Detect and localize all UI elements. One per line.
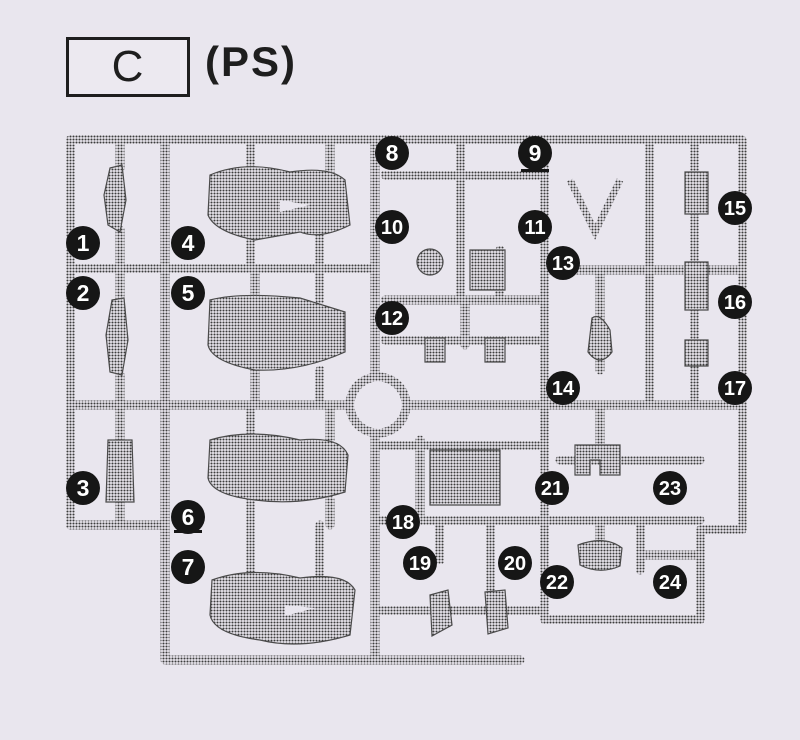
part-frame-11 <box>469 249 506 291</box>
part-number-label: 4 <box>182 230 195 256</box>
part-v-13 <box>566 178 624 241</box>
part-number-label: 14 <box>552 378 575 400</box>
part-number-label: 23 <box>659 478 681 500</box>
part-number-17: 17 <box>718 371 752 405</box>
part-number-12: 12 <box>375 301 409 335</box>
sprue-parts <box>103 164 709 645</box>
part-number-label: 18 <box>392 512 414 534</box>
part-number-3: 3 <box>66 471 100 505</box>
part-number-label: 9 <box>529 140 542 166</box>
part-number-8: 8 <box>375 136 409 170</box>
part-number-label: 11 <box>524 217 545 239</box>
part-number-14: 14 <box>546 371 580 405</box>
part-number-24: 24 <box>653 565 687 599</box>
material-label: (PS) <box>205 38 297 85</box>
sprue-runners <box>65 135 747 665</box>
part-number-5: 5 <box>171 276 205 310</box>
part-pins-12b <box>484 337 506 363</box>
part-number-10: 10 <box>375 210 409 244</box>
runner-letter: C <box>111 42 145 91</box>
part-number-23: 23 <box>653 471 687 505</box>
part-number-label: 16 <box>724 292 746 314</box>
part-cyl-15 <box>684 171 709 215</box>
part-number-label: 24 <box>659 572 682 594</box>
armor-highlight-bottom <box>285 605 315 616</box>
underline-6 <box>174 530 202 533</box>
part-number-label: 10 <box>381 217 403 239</box>
part-knob-10 <box>416 248 444 276</box>
part-number-label: 12 <box>381 308 403 330</box>
part-number-15: 15 <box>718 191 752 225</box>
part-number-7: 7 <box>171 550 205 584</box>
part-number-20: 20 <box>498 546 532 580</box>
part-number-label: 3 <box>77 475 90 501</box>
part-number-22: 22 <box>540 565 574 599</box>
part-number-label: 22 <box>546 572 568 594</box>
underline-9 <box>521 169 549 172</box>
part-oval-22 <box>577 540 623 571</box>
part-claw-19 <box>429 589 453 637</box>
part-left-blade-1 <box>103 164 127 233</box>
part-number-label: 6 <box>182 504 195 530</box>
part-gear-18 <box>429 449 501 506</box>
part-left-block-3 <box>105 439 135 503</box>
part-number-label: 17 <box>724 378 746 400</box>
part-number-16: 16 <box>718 285 752 319</box>
part-number-13: 13 <box>546 246 580 280</box>
runner-label-box: C <box>66 37 190 97</box>
part-number-label: 8 <box>386 140 399 166</box>
part-number-label: 15 <box>724 198 746 220</box>
part-number-4: 4 <box>171 226 205 260</box>
part-number-label: 20 <box>504 553 526 575</box>
part-number-1: 1 <box>66 226 100 260</box>
armor-highlight-top <box>280 200 310 212</box>
part-gem-14 <box>587 315 613 361</box>
part-armor-low <box>207 433 349 503</box>
part-number-label: 21 <box>541 478 563 500</box>
part-armor-mid <box>207 294 346 371</box>
part-number-18: 18 <box>386 505 420 539</box>
part-number-label: 13 <box>552 253 574 275</box>
part-number-label: 19 <box>409 553 431 575</box>
part-number-19: 19 <box>403 546 437 580</box>
part-number-label: 1 <box>77 230 90 256</box>
sheet-header: C (PS) <box>0 0 800 110</box>
part-number-21: 21 <box>535 471 569 505</box>
part-number-11: 11 <box>518 210 552 244</box>
part-pins-12a <box>424 337 446 363</box>
part-left-blade-2 <box>105 297 129 376</box>
part-cyl-17 <box>684 339 709 367</box>
sprue-ring <box>345 372 411 438</box>
part-number-6: 6 <box>171 500 205 534</box>
part-number-9: 9 <box>518 136 552 170</box>
part-claw-20 <box>484 589 509 635</box>
part-armor-top <box>207 166 351 241</box>
part-number-label: 5 <box>182 280 195 306</box>
part-number-label: 2 <box>77 280 90 306</box>
part-armor-bottom <box>209 571 356 645</box>
part-u-21 <box>574 444 621 476</box>
part-number-label: 7 <box>182 554 195 580</box>
part-cyl-16 <box>684 261 709 311</box>
part-number-2: 2 <box>66 276 100 310</box>
